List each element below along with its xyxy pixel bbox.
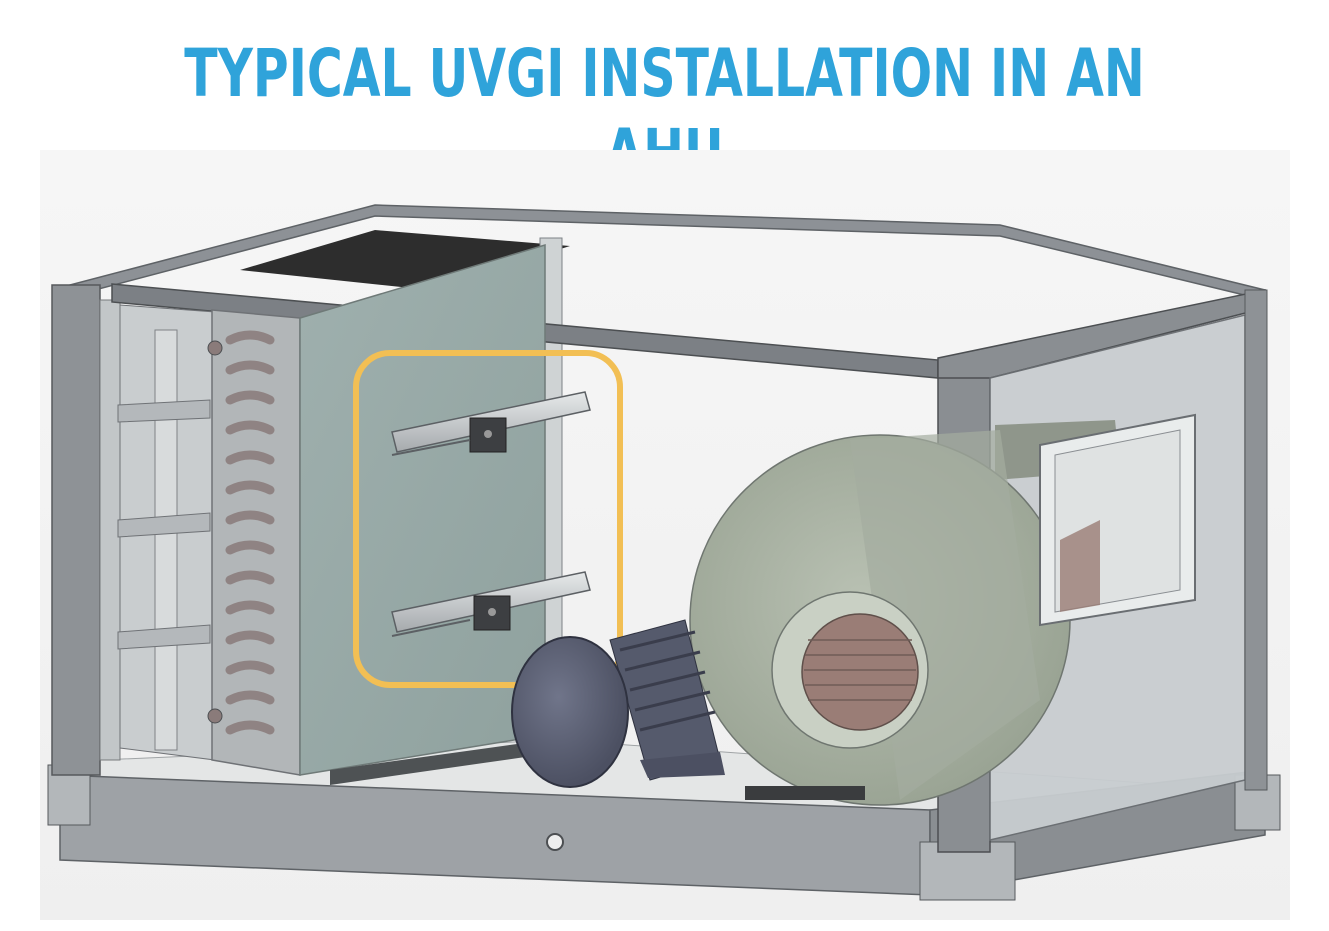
fan-motor-icon	[511, 619, 725, 788]
cooling-coil-icon	[207, 309, 301, 776]
filter-rack-icon	[117, 304, 216, 761]
discharge-opening-icon	[1039, 413, 1196, 627]
uv-lamp-highlight	[353, 350, 623, 688]
blower-icon	[689, 420, 1120, 806]
lamp-panel	[299, 243, 546, 776]
uv-lamp-icon	[391, 391, 591, 637]
